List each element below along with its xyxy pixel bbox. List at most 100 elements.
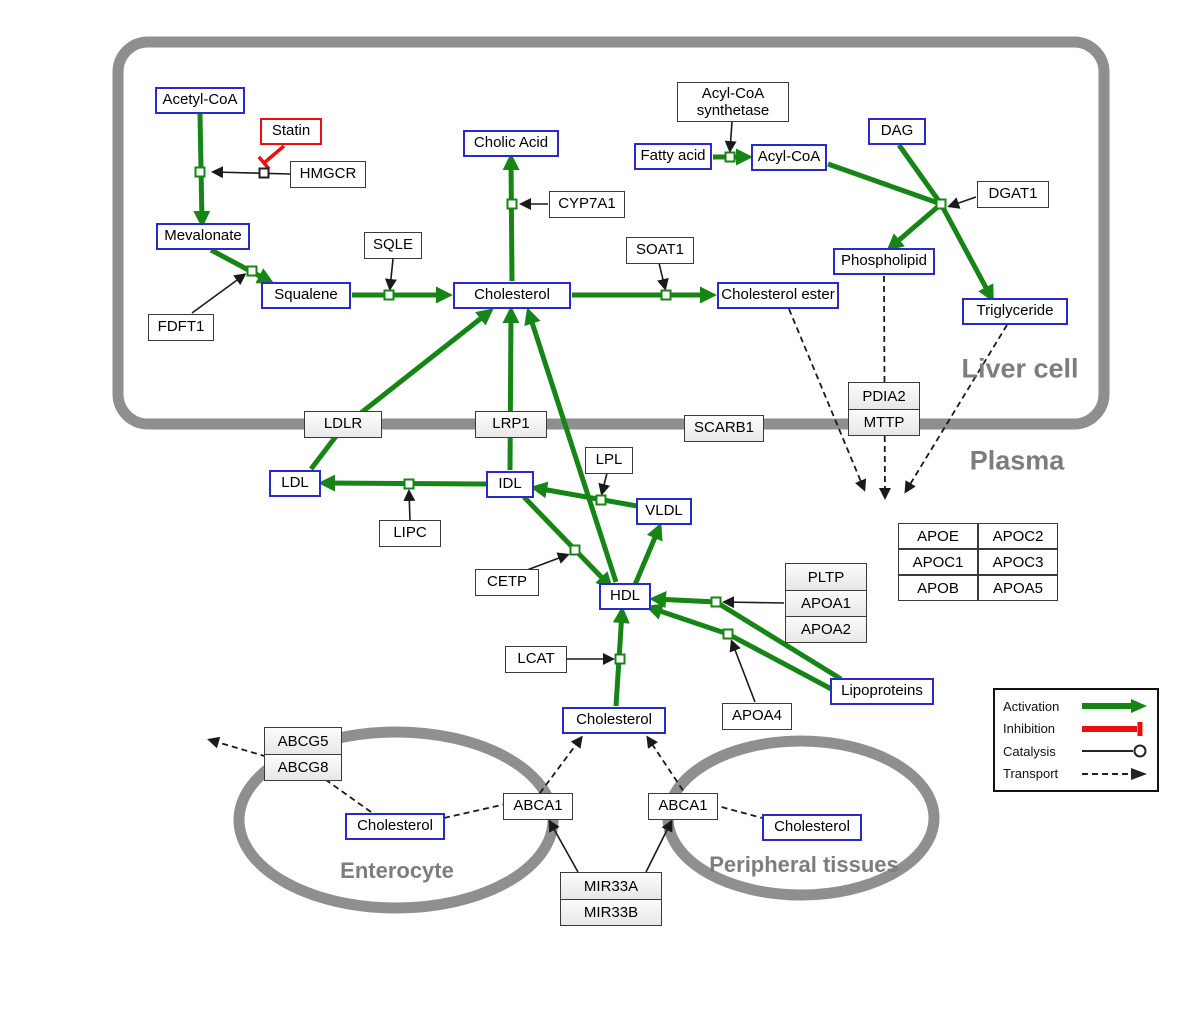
node-lcat[interactable]: LCAT [505, 645, 567, 673]
liver-cell-label: Liver cell [961, 353, 1079, 384]
node-apoc3[interactable]: APOC3 [978, 549, 1058, 575]
legend-item-activation: Activation [1003, 698, 1149, 714]
node-abca1-peripheral[interactable]: ABCA1 [648, 792, 718, 820]
node-mevalonate[interactable]: Mevalonate [156, 222, 250, 250]
edge-acyl-coa-to-dgat1 [827, 161, 942, 207]
node-soat1[interactable]: SOAT1 [626, 236, 694, 264]
legend-item-inhibition: Inhibition [1003, 721, 1149, 737]
legend-label-activation: Activation [1003, 698, 1060, 714]
node-abcg5[interactable]: ABCG5 [265, 728, 341, 754]
node-apob[interactable]: APOB [898, 575, 978, 601]
node-scarb1[interactable]: SCARB1 [684, 414, 764, 442]
reaction-node [506, 198, 518, 210]
node-cholic-acid[interactable]: Cholic Acid [463, 129, 559, 157]
node-apoc2[interactable]: APOC2 [978, 523, 1058, 549]
edge-sqle-catalysis [384, 258, 397, 291]
reaction-node [194, 166, 206, 178]
node-apoa2[interactable]: APOA2 [786, 616, 866, 642]
edge-apoa4-catalysis [729, 639, 756, 703]
edge-lpl-catalysis [598, 472, 611, 496]
edge-acyl-coa-synthetase-catalysis [724, 121, 737, 153]
node-fdft1[interactable]: FDFT1 [148, 313, 214, 341]
node-mir33a[interactable]: MIR33A [561, 873, 661, 899]
node-apoe[interactable]: APOE [898, 523, 978, 549]
activation-arrow-icon [1082, 699, 1147, 714]
node-acetyl-coa[interactable]: Acetyl-CoA [155, 86, 245, 114]
node-apoa5[interactable]: APOA5 [978, 575, 1058, 601]
edge-dgat1-catalysis [947, 196, 977, 209]
edge-hdl-to-vldl [631, 522, 663, 588]
node-lpl[interactable]: LPL [585, 446, 633, 474]
node-vldl[interactable]: VLDL [636, 497, 692, 525]
reaction-node [403, 478, 415, 490]
node-hmgcr[interactable]: HMGCR [290, 160, 366, 188]
node-cyp7a1[interactable]: CYP7A1 [549, 190, 625, 218]
catalysis-circle-icon [1082, 744, 1147, 758]
node-fatty-acid[interactable]: Fatty acid [634, 142, 712, 170]
node-cholesterol-ester[interactable]: Cholesterol ester [717, 281, 839, 309]
edge-fdft1-catalysis [191, 273, 247, 314]
plasma-label: Plasma [969, 445, 1065, 476]
liver-cell-membrane [112, 36, 1110, 430]
reaction-node [246, 265, 258, 277]
legend-label-transport: Transport [1003, 766, 1059, 782]
node-phospholipid[interactable]: Phospholipid [833, 247, 935, 275]
edge-vldl-to-idl [530, 481, 638, 509]
node-statin[interactable]: Statin [260, 117, 322, 145]
edge-cholesterol-ester-secretion [788, 308, 867, 492]
reaction-node [724, 151, 736, 163]
node-apoa4[interactable]: APOA4 [722, 702, 792, 730]
node-lipoproteins[interactable]: Lipoproteins [830, 677, 934, 705]
node-triglyceride[interactable]: Triglyceride [962, 297, 1068, 325]
node-lrp1[interactable]: LRP1 [475, 410, 547, 438]
node-mttp[interactable]: MTTP [849, 409, 919, 435]
edge-dgat1-to-triglyceride [938, 202, 994, 303]
inhibition-t-bar [257, 155, 271, 171]
edge-mevalonate-to-squalene [209, 247, 275, 284]
node-acyl-coa[interactable]: Acyl-CoA [751, 143, 827, 171]
node-acyl-coa-synthetase[interactable]: Acyl-CoA synthetase [677, 82, 789, 122]
reaction-node [660, 289, 672, 301]
node-cholesterol-liver[interactable]: Cholesterol [453, 281, 571, 309]
node-mir33b[interactable]: MIR33B [561, 899, 661, 925]
node-apoa1[interactable]: APOA1 [786, 590, 866, 616]
reaction-node [935, 198, 947, 210]
edge-mir33-to-abca1-peripheral [645, 819, 673, 873]
node-sqle[interactable]: SQLE [364, 231, 422, 259]
node-abcg8[interactable]: ABCG8 [265, 754, 341, 780]
node-pltp[interactable]: PLTP [786, 564, 866, 590]
node-idl[interactable]: IDL [486, 470, 534, 498]
reaction-node [595, 494, 607, 506]
node-dag[interactable]: DAG [868, 117, 926, 145]
node-hdl[interactable]: HDL [599, 582, 651, 610]
node-abca1-enterocyte[interactable]: ABCA1 [503, 792, 573, 820]
edge-cetp-catalysis [526, 552, 570, 571]
node-ldlr[interactable]: LDLR [304, 410, 382, 438]
peripheral-tissues-label: Peripheral tissues [709, 852, 899, 877]
node-dgat1[interactable]: DGAT1 [977, 180, 1049, 208]
node-cetp[interactable]: CETP [475, 568, 539, 596]
node-cholesterol-peripheral[interactable]: Cholesterol [762, 813, 862, 841]
edge-dag-to-dgat1 [896, 143, 944, 206]
edge-hmgcr-catalysis [211, 166, 291, 179]
reaction-node [569, 544, 581, 556]
edge-idl-hdl-cetp-exchange [522, 495, 614, 590]
node-lipc[interactable]: LIPC [379, 519, 441, 547]
node-squalene[interactable]: Squalene [261, 281, 351, 309]
inhibition-bar-icon [1082, 721, 1143, 736]
node-ldl[interactable]: LDL [269, 469, 321, 497]
node-pdia2[interactable]: PDIA2 [849, 383, 919, 409]
node-cholesterol-plasma[interactable]: Cholesterol [562, 706, 666, 734]
reaction-node [710, 596, 722, 608]
edge-hdl-uptake-to-liver [524, 307, 619, 583]
edge-triglyceride-secretion [904, 324, 1008, 494]
node-cholesterol-enterocyte[interactable]: Cholesterol [345, 812, 445, 840]
node-apoc1[interactable]: APOC1 [898, 549, 978, 575]
